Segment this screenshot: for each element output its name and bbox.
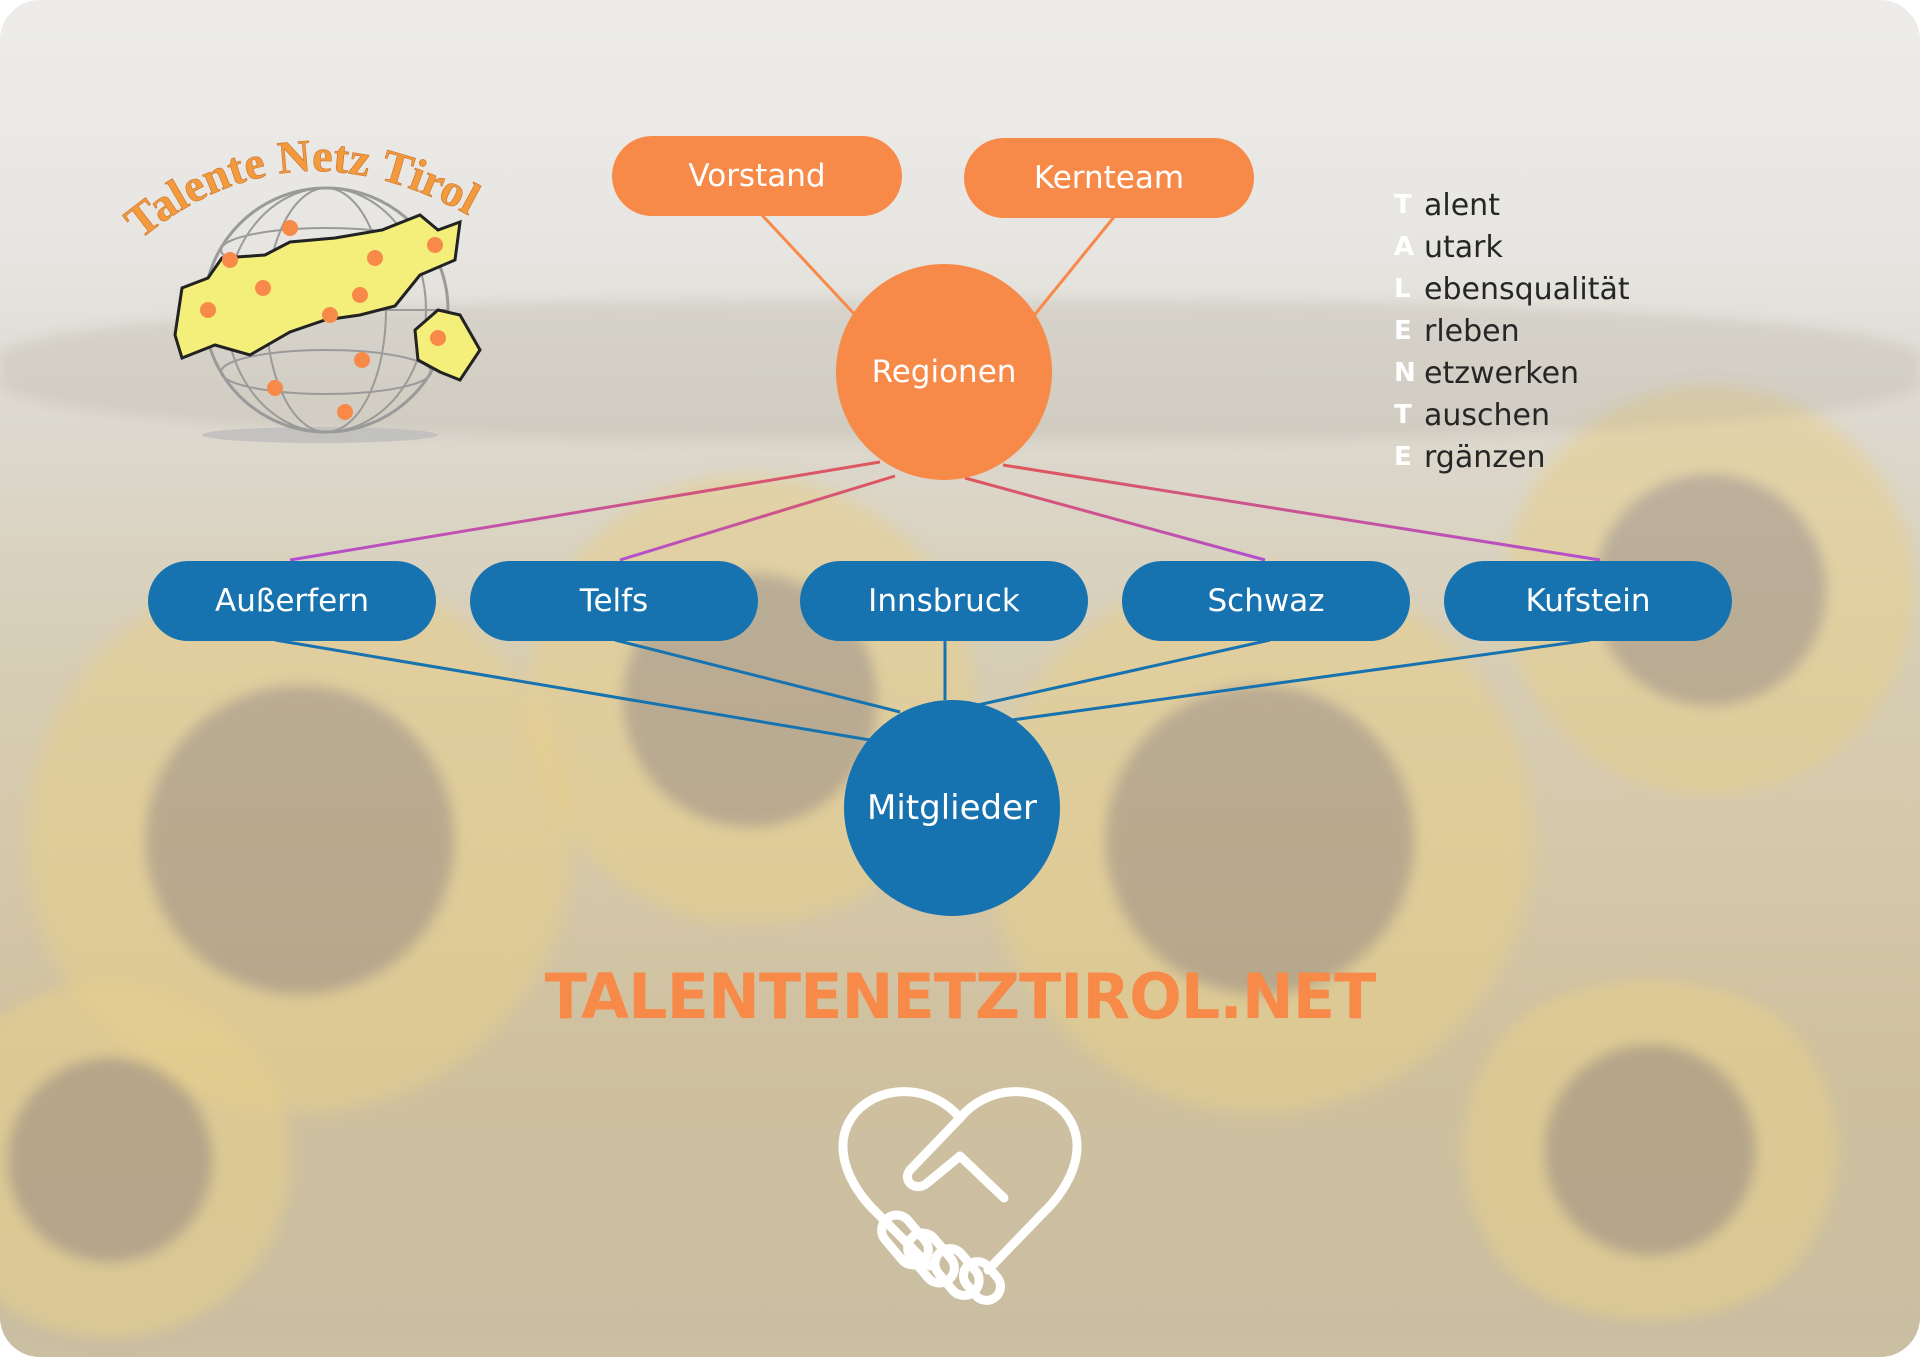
talente-acrostic: T alent A utark L ebensqualität E rleben… bbox=[1394, 184, 1630, 478]
link-schwaz-mitglieder bbox=[977, 638, 1271, 707]
node-vorstand-label: Vorstand bbox=[688, 158, 826, 194]
talente-netz-tirol-logo: Talente Netz Tirol bbox=[120, 130, 489, 443]
acrostic-row: E rgänzen bbox=[1394, 436, 1630, 478]
acrostic-row: A utark bbox=[1394, 226, 1630, 268]
node-region-kufstein[interactable]: Kufstein bbox=[1444, 561, 1732, 641]
acrostic-row: N etzwerken bbox=[1394, 352, 1630, 394]
link-regionen-kufstein bbox=[1002, 463, 1601, 562]
region-kufstein-label: Kufstein bbox=[1525, 583, 1651, 619]
link-telfs-mitglieder bbox=[614, 638, 901, 714]
node-vorstand[interactable]: Vorstand bbox=[612, 136, 902, 216]
region-telfs-label: Telfs bbox=[579, 583, 649, 619]
acrostic-word: alent bbox=[1424, 187, 1500, 223]
website-link[interactable]: TALENTENETZTIROL.NET bbox=[544, 960, 1377, 1033]
acrostic-letter: T bbox=[1394, 190, 1412, 220]
link-regionen-ausserfern bbox=[289, 460, 881, 562]
acrostic-letter: N bbox=[1394, 358, 1416, 388]
region-ausserfern-label: Außerfern bbox=[214, 583, 370, 619]
acrostic-word: rleben bbox=[1424, 313, 1520, 349]
acrostic-letter: E bbox=[1394, 316, 1412, 346]
link-kufstein-mitglieder bbox=[1011, 638, 1591, 722]
link-regionen-schwaz bbox=[964, 476, 1266, 562]
node-regionen[interactable]: Regionen bbox=[836, 264, 1052, 480]
link-ausserfern-mitglieder bbox=[274, 638, 871, 742]
acrostic-row: T alent bbox=[1394, 184, 1630, 226]
acrostic-row: L ebensqualität bbox=[1394, 268, 1630, 310]
handshake-heart-icon bbox=[838, 1087, 1082, 1305]
node-regionen-label: Regionen bbox=[871, 354, 1017, 390]
acrostic-word: auschen bbox=[1424, 397, 1551, 433]
acrostic-letter: E bbox=[1394, 442, 1412, 472]
node-region-telfs[interactable]: Telfs bbox=[470, 561, 758, 641]
acrostic-letter: A bbox=[1394, 232, 1415, 262]
node-kernteam-label: Kernteam bbox=[1033, 160, 1185, 196]
acrostic-row: T auschen bbox=[1394, 394, 1630, 436]
node-mitglieder[interactable]: Mitglieder bbox=[844, 700, 1060, 916]
globe-map-icon bbox=[173, 186, 482, 434]
region-schwaz-label: Schwaz bbox=[1207, 583, 1325, 619]
region-innsbruck-label: Innsbruck bbox=[868, 583, 1020, 619]
link-vorstand-regionen bbox=[760, 213, 860, 320]
link-regionen-telfs bbox=[619, 474, 896, 562]
acrostic-word: rgänzen bbox=[1424, 439, 1546, 475]
acrostic-word: ebensqualität bbox=[1424, 271, 1630, 307]
node-region-schwaz[interactable]: Schwaz bbox=[1122, 561, 1410, 641]
node-mitglieder-label: Mitglieder bbox=[867, 788, 1037, 828]
node-region-innsbruck[interactable]: Innsbruck bbox=[800, 561, 1088, 641]
node-kernteam[interactable]: Kernteam bbox=[964, 138, 1254, 218]
acrostic-letter: T bbox=[1394, 400, 1412, 430]
node-region-ausserfern[interactable]: Außerfern bbox=[148, 561, 436, 641]
acrostic-word: etzwerken bbox=[1424, 355, 1580, 391]
acrostic-letter: L bbox=[1394, 274, 1411, 304]
link-kernteam-regionen bbox=[1030, 216, 1116, 319]
acrostic-row: E rleben bbox=[1394, 310, 1630, 352]
acrostic-word: utark bbox=[1424, 229, 1503, 265]
